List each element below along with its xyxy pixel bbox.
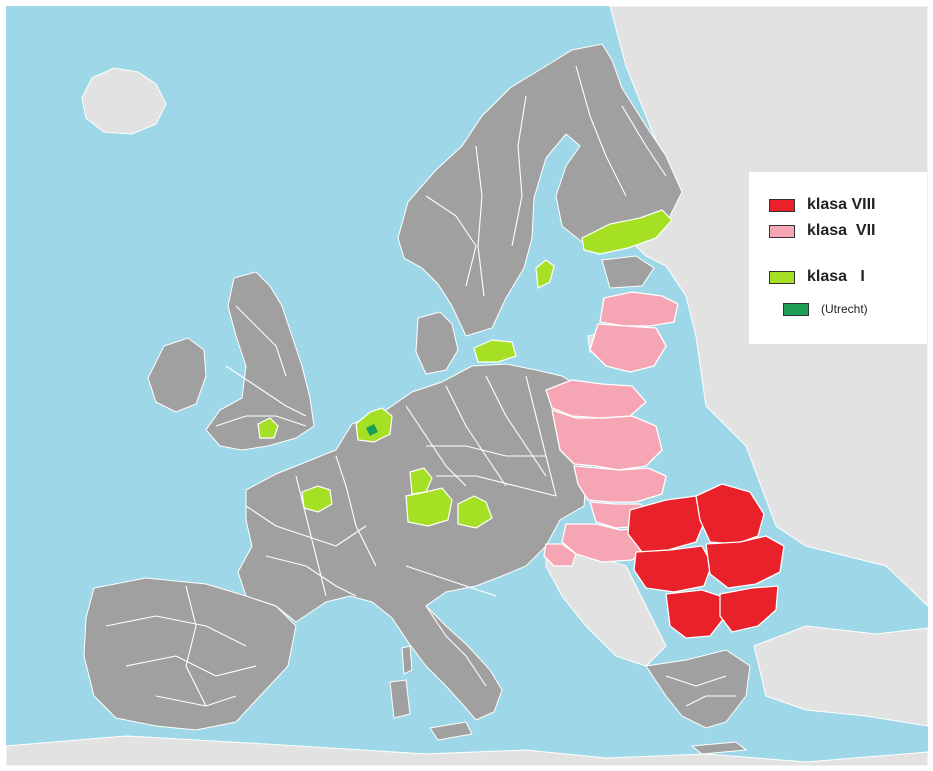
class-vii-croatia <box>543 543 577 567</box>
class-viii-romania-sw <box>633 545 713 593</box>
class-viii-bulgaria-w <box>665 589 725 639</box>
class-vii-poland-north <box>545 379 647 419</box>
british-isles-gb <box>205 271 315 451</box>
turkey <box>753 625 928 727</box>
iceland <box>81 67 167 135</box>
map-legend: klasa VIII klasa VII klasa I (Utrecht) <box>749 172 927 344</box>
class-i-helsinki <box>581 209 673 255</box>
class-vii-poland-central <box>551 409 663 471</box>
class-vii-lithuania <box>589 323 667 373</box>
sicily <box>429 721 473 741</box>
class-i-stockholm <box>535 259 555 289</box>
legend-item-class-vii: klasa VII <box>769 222 876 240</box>
region-borders <box>105 65 736 707</box>
north-africa <box>6 735 928 766</box>
class-vii-poland-south <box>573 465 667 503</box>
legend-label-class-viii: klasa VIII <box>807 196 876 213</box>
class-i-munich <box>457 495 493 529</box>
class-vii-regions <box>543 291 679 567</box>
europe-regions-map <box>6 6 928 766</box>
eu-lands <box>83 43 751 755</box>
legend-swatch-utrecht <box>783 302 809 316</box>
legend-swatch-class-vii <box>769 224 795 238</box>
class-i-copenhagen <box>473 339 517 363</box>
class-i-stuttgart <box>405 487 453 527</box>
sardinia <box>389 679 411 719</box>
denmark <box>415 311 459 375</box>
mainland-europe <box>237 363 587 721</box>
class-viii-regions <box>627 483 785 639</box>
class-i-frankfurt <box>409 467 433 495</box>
europe-map: klasa VIII klasa VII klasa I (Utrecht) <box>6 6 928 766</box>
crete <box>690 741 748 755</box>
class-viii-romania-ne <box>695 483 765 545</box>
class-viii-romania-se <box>705 535 785 589</box>
class-vii-latvia <box>599 291 679 327</box>
legend-item-class-i: klasa I <box>769 268 865 286</box>
class-i-london <box>257 417 279 439</box>
class-viii-romania-nw <box>627 495 707 553</box>
class-i-utrecht <box>366 424 378 436</box>
iberia <box>83 577 297 731</box>
greece <box>645 649 751 729</box>
baltic-estonia <box>601 255 655 289</box>
class-viii-bulgaria-e <box>719 585 779 633</box>
legend-item-utrecht: (Utrecht) <box>783 302 868 316</box>
legend-label-class-i: klasa I <box>807 268 865 285</box>
legend-label-utrecht: (Utrecht) <box>821 302 868 316</box>
legend-item-class-viii: klasa VIII <box>769 196 876 214</box>
legend-label-class-vii: klasa VII <box>807 222 876 239</box>
legend-swatch-class-viii <box>769 198 795 212</box>
ireland <box>147 337 207 413</box>
corsica <box>401 645 413 675</box>
legend-swatch-class-i <box>769 270 795 284</box>
